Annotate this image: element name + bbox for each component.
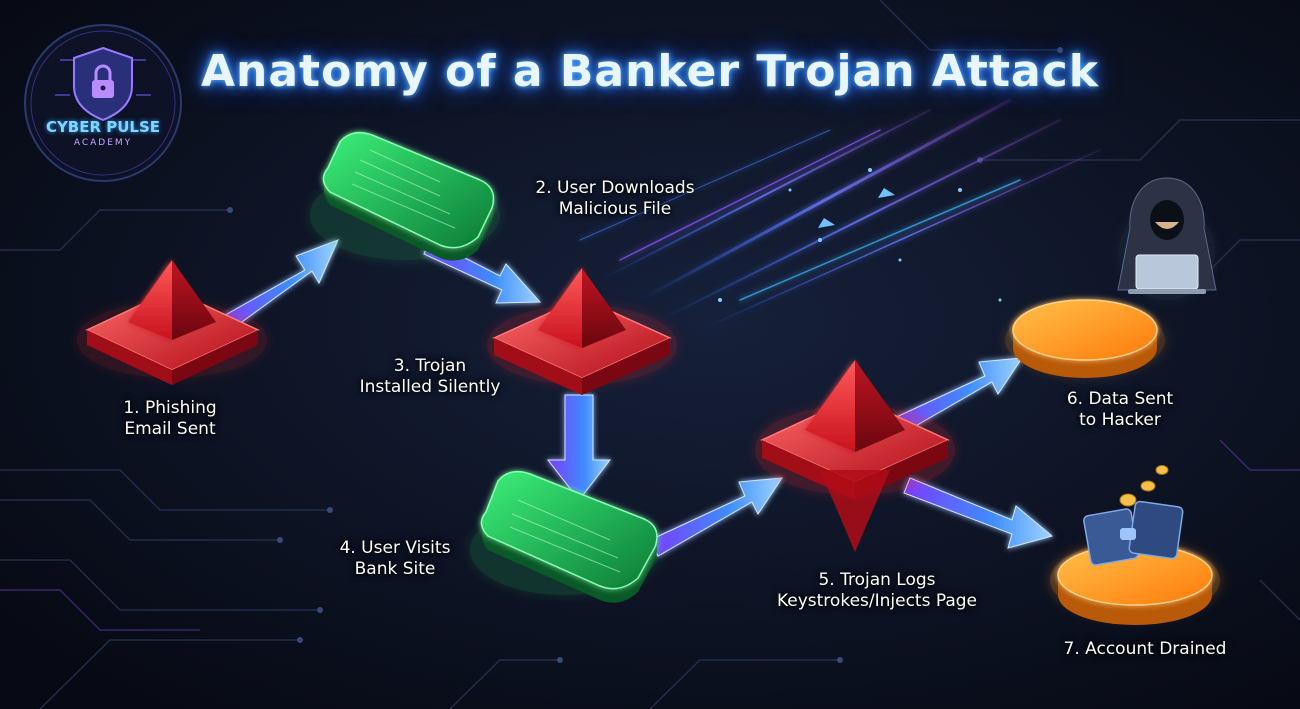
hacker-icon — [1117, 177, 1217, 300]
step-6-line2: to Hacker — [1079, 410, 1161, 430]
laptop-icon — [1128, 254, 1206, 294]
step5-keylogger-node — [755, 360, 955, 552]
step4-bank-site-node — [470, 470, 660, 603]
flow-arrows — [219, 239, 1054, 557]
step-4-line2: Bank Site — [354, 559, 436, 579]
diagram-title: Anatomy of a Banker Trojan Attack — [200, 46, 1100, 97]
step-7-label: 7. Account Drained — [1040, 639, 1250, 660]
step-3-line2: Installed Silently — [359, 377, 501, 397]
step-2-line2: Malicious File — [558, 199, 672, 219]
shield-lock-icon — [73, 46, 133, 122]
step-5-label: 5. Trojan Logs Keystrokes/Injects Page — [752, 570, 1002, 612]
logo-emblem — [24, 24, 182, 182]
step3-trojan-node — [487, 268, 677, 395]
step6-data-node — [1005, 299, 1165, 378]
logo-brand-name: CYBER PULSE — [45, 118, 161, 136]
data-streaks — [579, 98, 1101, 331]
step-1-label: 1. Phishing Email Sent — [95, 398, 245, 440]
step-1-line1: 1. Phishing — [123, 398, 217, 418]
logo-brand-sub: ACADEMY — [73, 138, 133, 148]
step-2-line1: 2. User Downloads — [535, 178, 695, 198]
step-6-line1: 6. Data Sent — [1066, 389, 1174, 409]
streak-dots — [718, 168, 1002, 302]
step7-drain-node — [1050, 465, 1220, 625]
step-1-line2: Email Sent — [124, 419, 216, 439]
step-2-label: 2. User Downloads Malicious File — [505, 178, 725, 220]
arrow-step4-to-step5 — [649, 477, 783, 557]
step-4-label: 4. User Visits Bank Site — [320, 538, 470, 580]
arrow-step3-to-step4 — [546, 394, 612, 501]
step1-trojan-node — [77, 260, 267, 385]
streak-arrowheads — [818, 188, 895, 228]
step-5-line2: Keystrokes/Injects Page — [776, 591, 978, 611]
step-7-line1: 7. Account Drained — [1063, 639, 1227, 659]
step2-download-node — [310, 131, 500, 261]
step-3-label: 3. Trojan Installed Silently — [335, 356, 525, 398]
coin-icon — [1119, 465, 1169, 507]
step-5-line1: 5. Trojan Logs — [818, 570, 936, 590]
arrow-step5-to-step7 — [903, 477, 1054, 549]
step-6-label: 6. Data Sent to Hacker — [1045, 389, 1195, 431]
step-4-line1: 4. User Visits — [339, 538, 451, 558]
step-3-line1: 3. Trojan — [393, 356, 467, 376]
wallet-icon — [1083, 500, 1184, 566]
circuit-traces-purple — [0, 439, 1300, 631]
circuit-nodes — [227, 47, 1063, 663]
